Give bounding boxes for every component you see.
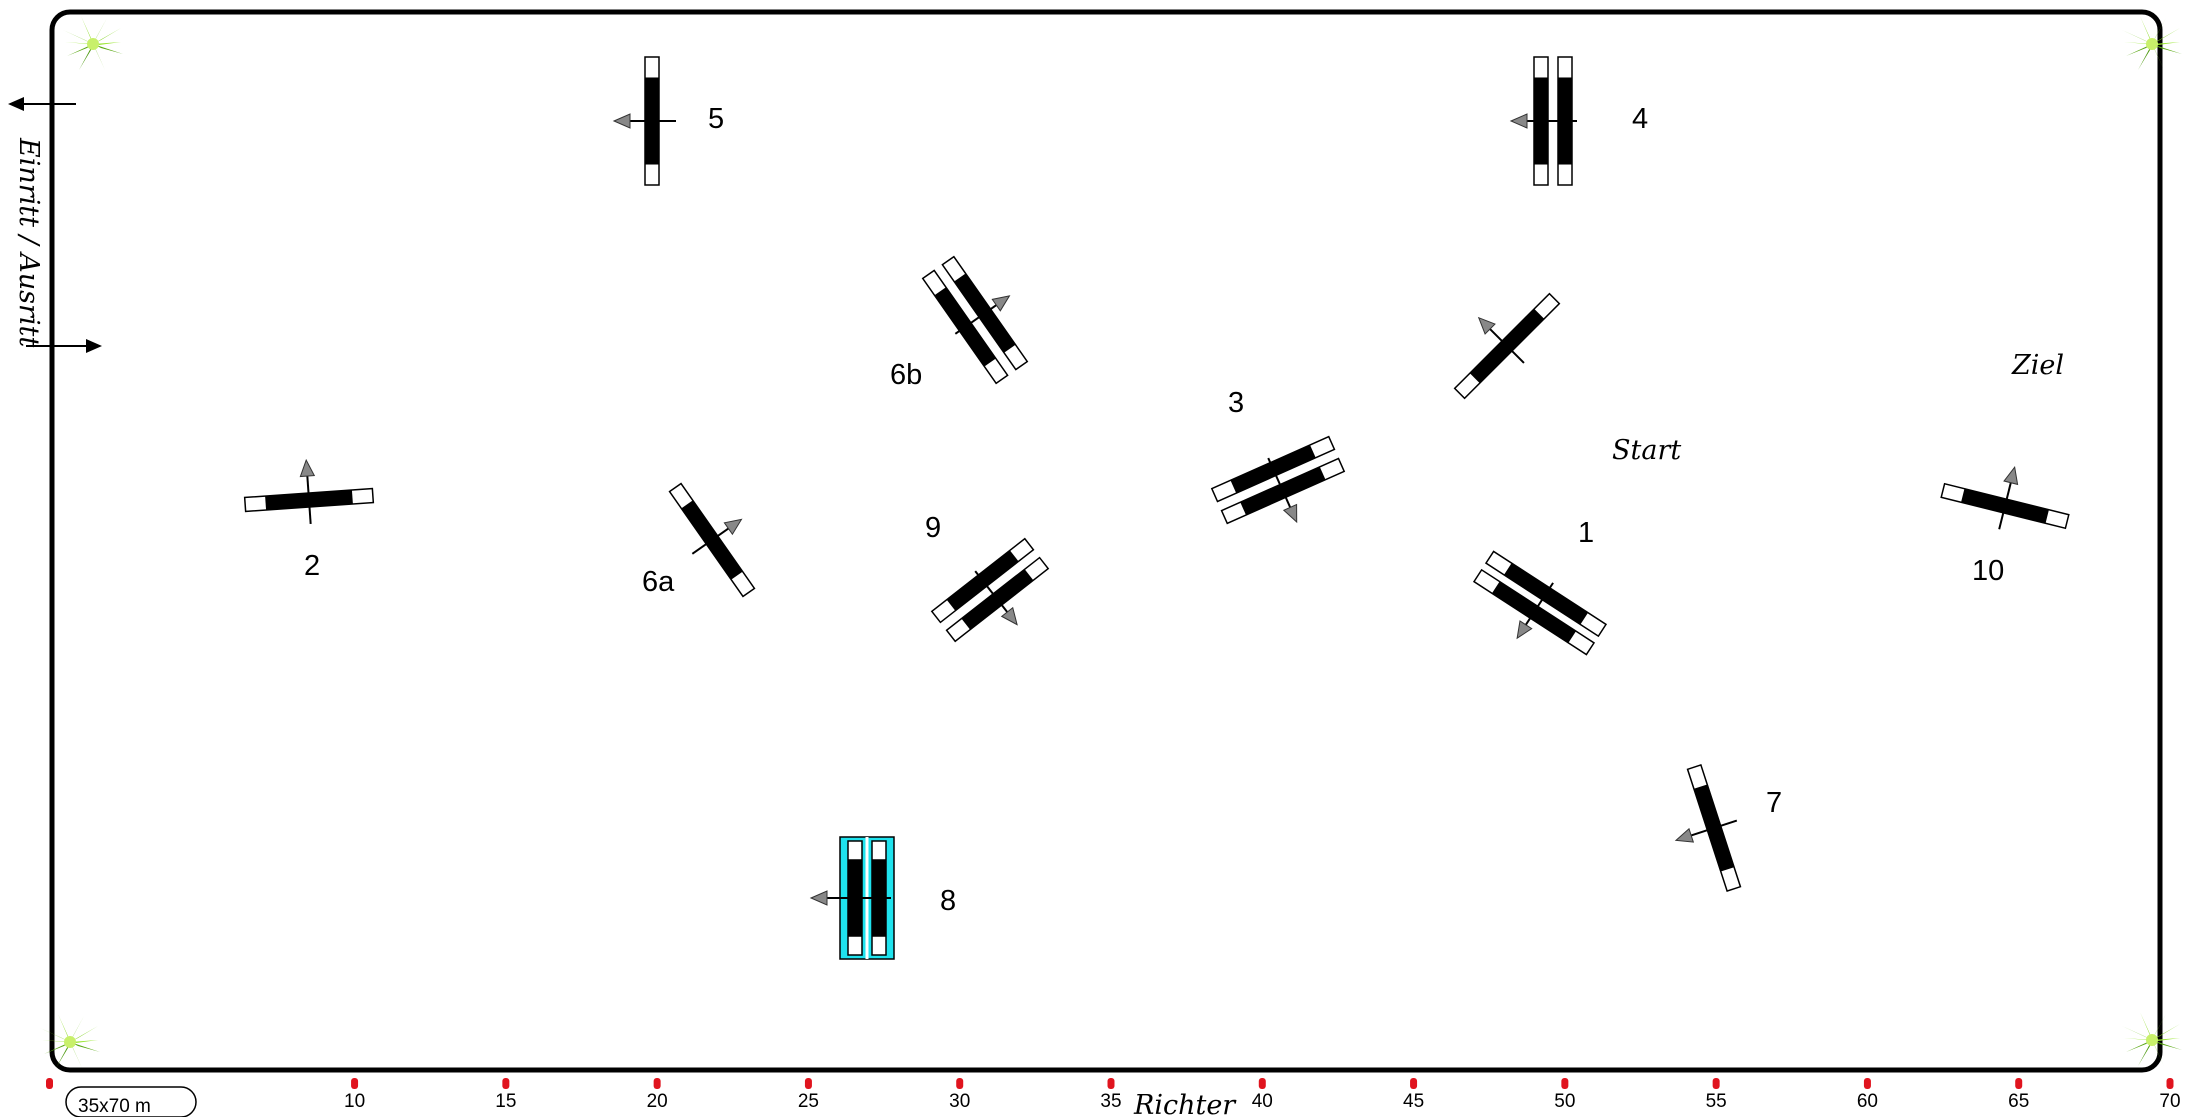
scale-tick-dot (502, 1078, 510, 1089)
obstacle-10 (1940, 465, 2070, 530)
scale-tick-dot (1712, 1078, 1720, 1089)
scale: 10 15 20 25 30 35 40 45 50 55 60 65 70 (46, 1078, 2181, 1112)
obstacle-6b (921, 255, 1029, 385)
size-label-box (65, 1086, 197, 1117)
entry-exit-arrows (8, 97, 102, 353)
scale-tick-dot (804, 1078, 812, 1089)
scale-tick-dot (1561, 1078, 1569, 1089)
plant-icon (2122, 16, 2182, 70)
obstacle-label-2: 2 (304, 550, 320, 582)
obstacle-label-9: 9 (925, 512, 941, 544)
scale-tick-dot (1410, 1078, 1418, 1089)
arena-border (49, 9, 2163, 1073)
scale-tick-dot (1258, 1078, 1266, 1089)
plant-icon (63, 16, 123, 70)
obstacle-2 (243, 458, 375, 525)
obstacle-label-7: 7 (1766, 787, 1782, 819)
scale-tick-dot (2015, 1078, 2023, 1089)
obstacle-1 (1472, 550, 1608, 656)
obstacle-5 (612, 56, 676, 186)
scale-tick-dot (2166, 1078, 2174, 1089)
scale-tick-dot (351, 1078, 359, 1089)
size-label: 35x70 m (78, 1096, 151, 1117)
obstacle-start-line (1453, 292, 1561, 400)
scale-tick-label: 60 (1857, 1091, 1878, 1112)
scale-origin-dot (46, 1078, 53, 1089)
obstacle-9 (930, 537, 1050, 643)
scale-tick-label: 50 (1554, 1091, 1575, 1112)
judge-label: Richter (1133, 1090, 1237, 1117)
obstacle-label-6b: 6b (890, 359, 922, 391)
scale-tick-dot (653, 1078, 661, 1089)
obstacle-label-3: 3 (1228, 387, 1244, 419)
scale-tick-label: 40 (1252, 1091, 1273, 1112)
plant-icon (40, 1014, 100, 1068)
scale-tick-label: 30 (949, 1091, 970, 1112)
obstacle-label-4: 4 (1632, 103, 1648, 135)
scale-tick-label: 10 (344, 1091, 365, 1112)
scale-tick-label: 15 (495, 1091, 516, 1112)
scale-tick-label: 65 (2008, 1091, 2029, 1112)
obstacle-label-5: 5 (708, 103, 724, 135)
start-label: Start (1612, 435, 1681, 466)
scale-tick-dot (1107, 1078, 1115, 1089)
obstacle-label-1: 1 (1578, 517, 1594, 549)
scale-tick-dot (1863, 1078, 1871, 1089)
obstacle-6a (668, 482, 756, 598)
scale-tick-label: 55 (1706, 1091, 1727, 1112)
obstacle-8 (809, 836, 895, 960)
finish-label: Ziel (2011, 350, 2064, 381)
obstacles-layer (243, 56, 2070, 960)
scale-tick-dot (956, 1078, 964, 1089)
scale-tick-label: 70 (2159, 1091, 2180, 1112)
plant-icon (2122, 1012, 2182, 1066)
scale-tick-label: 20 (647, 1091, 668, 1112)
obstacle-label-6a: 6a (642, 566, 675, 598)
entry-exit-label: Einritt / Ausritt (13, 137, 44, 347)
obstacle-4 (1509, 56, 1577, 186)
obstacle-label-10: 10 (1972, 555, 2004, 587)
scale-tick-label: 25 (798, 1091, 819, 1112)
obstacle-3 (1210, 435, 1346, 525)
scale-tick-label: 45 (1403, 1091, 1424, 1112)
obstacle-label-8: 8 (940, 885, 956, 917)
obstacle-7 (1674, 764, 1742, 892)
scale-tick-label: 35 (1100, 1091, 1121, 1112)
